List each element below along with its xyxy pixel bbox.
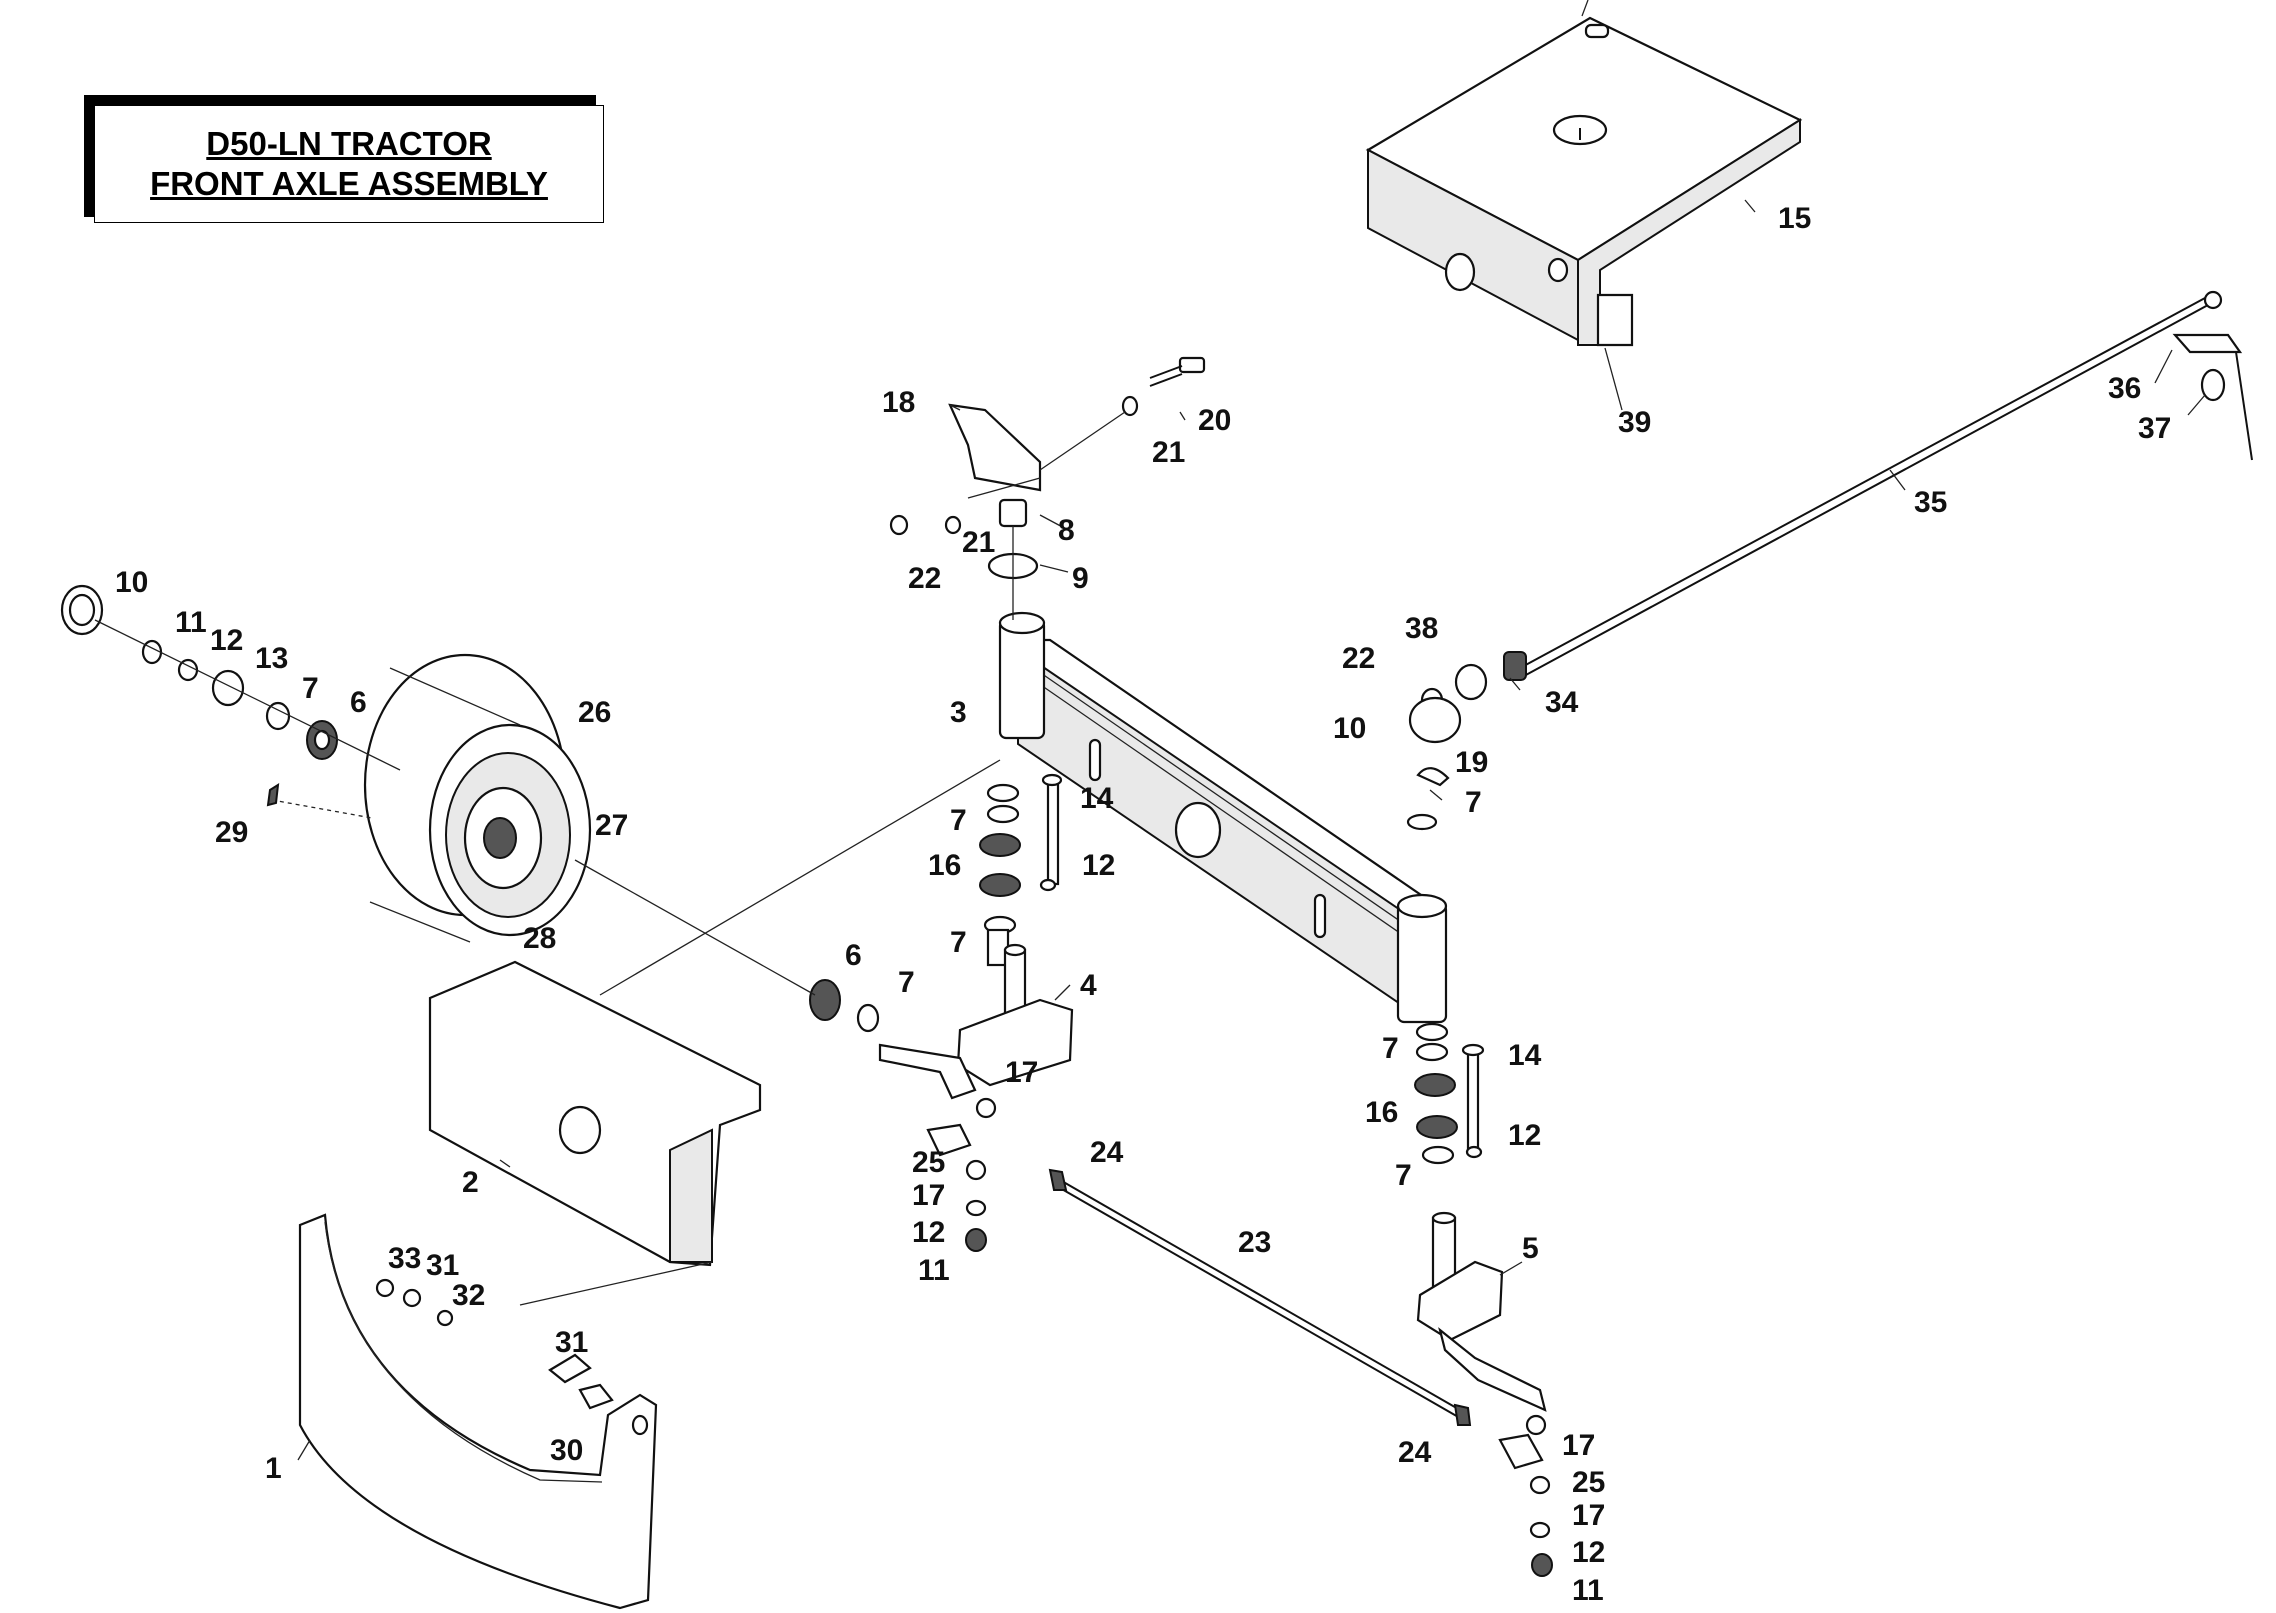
callout-10-right: 10 bbox=[1333, 712, 1366, 745]
callout-11-right-lower: 11 bbox=[1572, 1574, 1604, 1607]
callout-16-right: 16 bbox=[1365, 1096, 1398, 1129]
title-block-frame: D50-LN TRACTOR FRONT AXLE ASSEMBLY bbox=[94, 105, 604, 223]
callout-36: 36 bbox=[2108, 372, 2141, 405]
callout-11-left-lower: 11 bbox=[918, 1254, 950, 1287]
callout-12-right-lower: 12 bbox=[1572, 1536, 1605, 1569]
callout-7-left: 7 bbox=[302, 672, 319, 705]
wheel-hardware-left bbox=[60, 584, 401, 819]
callout-21-upper: 21 bbox=[1152, 436, 1185, 469]
callout-37: 37 bbox=[2138, 412, 2171, 445]
callout-17-right-lower: 17 bbox=[1572, 1499, 1605, 1532]
callout-25-right: 25 bbox=[1572, 1466, 1605, 1499]
callout-15: 15 bbox=[1778, 202, 1811, 235]
frame-bracket bbox=[1365, 0, 1803, 347]
callout-27: 27 bbox=[595, 809, 628, 842]
callout-3: 3 bbox=[950, 696, 967, 729]
callout-31-lower: 31 bbox=[555, 1326, 588, 1359]
callout-7-right-stack-upper: 7 bbox=[1382, 1032, 1399, 1065]
callout-12-right-stack: 12 bbox=[1508, 1119, 1541, 1152]
callout-26: 26 bbox=[578, 696, 611, 729]
callout-2: 2 bbox=[462, 1166, 479, 1199]
right-spindle-assembly bbox=[1406, 696, 1547, 1412]
callout-4: 4 bbox=[1080, 969, 1097, 1002]
callout-14-right: 14 bbox=[1508, 1039, 1542, 1072]
callout-numbers: 15 39 36 37 35 18 20 21 21 8 22 9 10 11 … bbox=[115, 202, 2171, 1607]
callout-18: 18 bbox=[882, 386, 915, 419]
axle-beam bbox=[998, 611, 1448, 1024]
callout-35: 35 bbox=[1914, 486, 1947, 519]
callout-19: 19 bbox=[1455, 746, 1488, 779]
callout-1: 1 bbox=[265, 1452, 282, 1485]
front-bumper bbox=[298, 1213, 658, 1610]
upper-pivot-hardware bbox=[889, 356, 1206, 620]
front-wheel bbox=[363, 653, 592, 943]
callout-29: 29 bbox=[215, 816, 248, 849]
callout-11-left: 11 bbox=[175, 606, 207, 639]
callout-10-left: 10 bbox=[115, 566, 148, 599]
callout-14-left: 14 bbox=[1080, 782, 1114, 815]
callout-39: 39 bbox=[1618, 406, 1651, 439]
callout-33: 33 bbox=[388, 1242, 421, 1275]
title-line-2: FRONT AXLE ASSEMBLY bbox=[150, 165, 548, 202]
callout-16-left: 16 bbox=[928, 849, 961, 882]
callout-6-left: 6 bbox=[350, 686, 367, 719]
callout-17-left-lower: 17 bbox=[912, 1179, 945, 1212]
callout-8: 8 bbox=[1058, 514, 1075, 547]
callout-7-stack-upper: 7 bbox=[950, 804, 967, 837]
callout-21-lower: 21 bbox=[962, 526, 995, 559]
callout-12-left-lower: 12 bbox=[912, 1216, 945, 1249]
callout-7-right-upper: 7 bbox=[1465, 786, 1482, 819]
callout-5: 5 bbox=[1522, 1232, 1539, 1265]
title-block: D50-LN TRACTOR FRONT AXLE ASSEMBLY bbox=[84, 95, 604, 225]
callout-9: 9 bbox=[1072, 562, 1089, 595]
callout-17-right-upper: 17 bbox=[1562, 1429, 1595, 1462]
callout-6-center: 6 bbox=[845, 939, 862, 972]
left-spindle-assembly bbox=[574, 773, 1074, 1100]
callout-23: 23 bbox=[1238, 1226, 1271, 1259]
callout-20: 20 bbox=[1198, 404, 1231, 437]
callout-17-left-upper: 17 bbox=[1005, 1056, 1038, 1089]
callout-7-right-stack-lower: 7 bbox=[1395, 1159, 1412, 1192]
callout-12-left: 12 bbox=[210, 624, 243, 657]
callout-24-right: 24 bbox=[1398, 1436, 1432, 1469]
callout-22-upper: 22 bbox=[908, 562, 941, 595]
callout-32: 32 bbox=[452, 1279, 485, 1312]
callout-7-stack-lower: 7 bbox=[950, 926, 967, 959]
callout-22-right: 22 bbox=[1342, 642, 1375, 675]
callout-13: 13 bbox=[255, 642, 288, 675]
callout-12-stack-left: 12 bbox=[1082, 849, 1115, 882]
callout-30: 30 bbox=[550, 1434, 583, 1467]
callout-34: 34 bbox=[1545, 686, 1579, 719]
title-line-1: D50-LN TRACTOR bbox=[206, 125, 492, 162]
callout-leaders bbox=[297, 199, 2206, 1461]
title-block-shadow bbox=[84, 95, 596, 217]
callout-28: 28 bbox=[523, 922, 556, 955]
callout-31-upper: 31 bbox=[426, 1249, 459, 1282]
callout-38: 38 bbox=[1405, 612, 1438, 645]
drag-link-rod bbox=[1519, 290, 2253, 677]
callout-24-left: 24 bbox=[1090, 1136, 1124, 1169]
callout-25-left: 25 bbox=[912, 1146, 945, 1179]
tie-rod-assembly bbox=[926, 1097, 1553, 1577]
callout-7-center: 7 bbox=[898, 966, 915, 999]
axle-mount-plate bbox=[428, 759, 1001, 1306]
